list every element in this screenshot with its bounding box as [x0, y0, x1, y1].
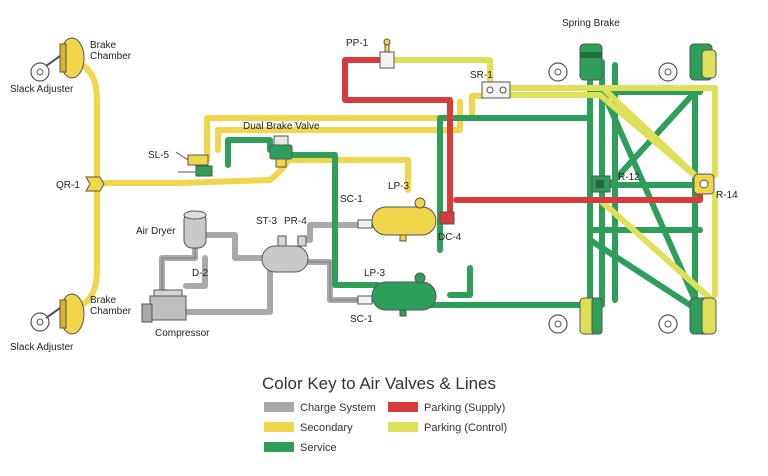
- charge-system-lines-outline: [161, 239, 359, 301]
- brake-chamber-bottom-left: [59, 293, 85, 335]
- label-lp3-top: LP-3: [388, 181, 410, 192]
- key-label-charge-system: Charge System: [300, 402, 376, 414]
- label-pr4: PR-4: [284, 216, 307, 227]
- swatch-parking-control: [388, 422, 418, 432]
- compressor: [141, 289, 187, 323]
- label-r14: R-14: [716, 190, 738, 201]
- label-compressor: Compressor: [155, 328, 210, 339]
- label-r12: R-12: [618, 172, 640, 183]
- label-dual-brake-valve: Dual Brake Valve: [243, 121, 320, 132]
- charge-tank: [261, 235, 309, 273]
- label-brake-chamber-top-text: Brake: [90, 40, 117, 51]
- brake-chamber-top-left: [59, 37, 85, 79]
- label-air-dryer: Air Dryer: [136, 226, 176, 237]
- label-qr1: QR-1: [56, 180, 80, 191]
- key-label-parking-supply: Parking (Supply): [424, 402, 505, 414]
- pp1-valve: [379, 38, 395, 69]
- swatch-secondary: [264, 422, 294, 432]
- component-labels: Spring Brake PP-1 SR-1 Brake Chamber Sla…: [10, 18, 738, 353]
- label-spring-brake: Spring Brake: [562, 18, 620, 29]
- label-d2: D-2: [192, 268, 209, 279]
- label-brake-chamber-bottom-line1: Brake: [90, 295, 117, 306]
- label-brake-chamber-top: Brake Chamber: [90, 40, 132, 62]
- air-dryer: [183, 210, 207, 249]
- label-slack-adjuster-top: Slack Adjuster: [10, 84, 74, 95]
- r14-valve: [693, 173, 715, 195]
- qr1-valve: [85, 176, 105, 192]
- label-lp3-bottom: LP-3: [364, 268, 386, 279]
- label-sr1: SR-1: [470, 70, 493, 81]
- label-st3: ST-3: [256, 216, 278, 227]
- color-key-title: Color Key to Air Valves & Lines: [262, 374, 496, 393]
- label-dc4: DC-4: [438, 232, 462, 243]
- air-lines: [77, 57, 718, 315]
- key-label-secondary: Secondary: [300, 422, 353, 434]
- label-brake-chamber-top-text-line2: Chamber: [90, 51, 132, 62]
- r12-valve: [591, 175, 611, 193]
- label-pp1: PP-1: [346, 38, 369, 49]
- key-label-parking-control: Parking (Control): [424, 422, 507, 434]
- sl5-valve: [175, 151, 213, 177]
- service-tank: [357, 272, 437, 317]
- swatch-service: [264, 442, 294, 452]
- spring-brake-front-left: [548, 43, 603, 82]
- label-brake-chamber-bottom-line2: Chamber: [90, 306, 132, 317]
- key-label-service: Service: [300, 442, 337, 454]
- dual-brake-valve: [269, 135, 293, 168]
- secondary-tank: [357, 197, 437, 242]
- slack-adjuster-top-left: [30, 55, 61, 82]
- color-key: Color Key to Air Valves & Lines Charge S…: [262, 374, 507, 454]
- spring-brake-front-right: [658, 43, 717, 82]
- slack-adjuster-bottom-left: [30, 307, 61, 332]
- swatch-parking-supply: [388, 402, 418, 412]
- label-sl5: SL-5: [148, 150, 170, 161]
- spring-brake-rear-right: [658, 297, 717, 335]
- label-sc1-top: SC-1: [340, 194, 363, 205]
- swatch-charge-system: [264, 402, 294, 412]
- label-sc1-bottom: SC-1: [350, 314, 373, 325]
- parking-control-lines: [387, 57, 718, 303]
- dc4-valve: [439, 211, 455, 225]
- label-slack-adjuster-bottom: Slack Adjuster: [10, 342, 74, 353]
- sr1-valve: [481, 81, 511, 99]
- spring-brake-rear-left: [548, 297, 603, 335]
